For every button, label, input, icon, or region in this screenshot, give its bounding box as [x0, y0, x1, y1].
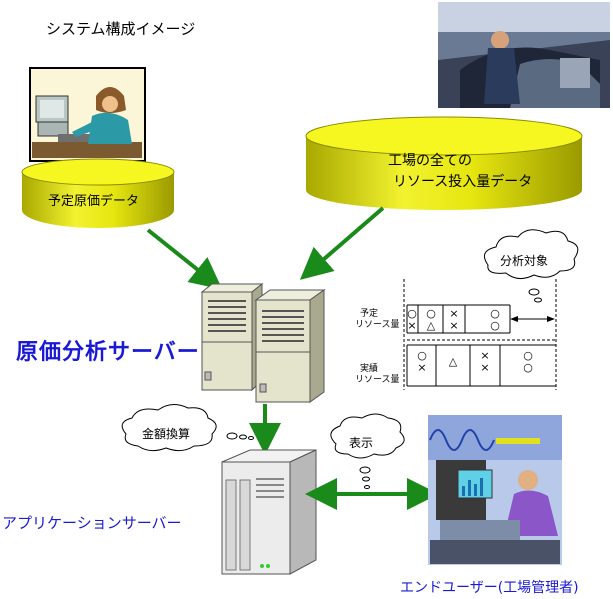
actual-mark: △	[448, 355, 458, 368]
actual-mark: ○	[417, 349, 427, 362]
display-bubble	[330, 413, 405, 489]
planned-mark: ○	[490, 307, 500, 320]
planned-mark: △	[426, 319, 436, 332]
planned-mark: ○	[407, 307, 417, 320]
factory-photo	[438, 2, 610, 108]
actual-mark: ○	[523, 349, 533, 362]
end-user-picture	[428, 415, 562, 565]
office-worker-picture	[29, 67, 146, 162]
arrow-resource-to-server	[299, 206, 385, 280]
resource-data-cylinder	[305, 116, 583, 210]
planned-resource-label-2: リソース量	[355, 320, 400, 330]
actual-mark: ×	[480, 361, 490, 374]
resource-data-label-line1: 工場の全ての	[388, 153, 472, 169]
actual-mark: ○	[523, 361, 533, 374]
application-server-icon	[221, 449, 317, 575]
planned-cost-data-label: 予定原価データ	[48, 194, 140, 209]
planned-mark: ×	[449, 307, 459, 320]
planned-mark: ×	[407, 319, 417, 332]
planned-mark: ×	[449, 319, 459, 332]
display-text: 表示	[349, 436, 374, 450]
resource-data-label-line2: リソース投入量データ	[393, 174, 533, 190]
cost-analysis-server-label: 原価分析サーバー	[16, 340, 200, 365]
arrow-planned-to-server	[146, 228, 223, 290]
amount-conversion-bubble	[121, 404, 254, 452]
planned-cost-data-cylinder	[21, 158, 175, 228]
analysis-target-text: 分析対象	[500, 254, 549, 268]
planned-mark: ○	[426, 307, 436, 320]
actual-resource-label-1: 実績	[360, 364, 379, 374]
planned-resource-label-1: 予定	[360, 309, 379, 319]
end-user-label: エンドユーザー(工場管理者)	[400, 580, 579, 596]
amount-conversion-text: 金額換算	[142, 427, 191, 441]
actual-mark: ×	[480, 349, 490, 362]
planned-mark: ○	[490, 319, 500, 332]
analysis-target-bubble	[483, 229, 579, 303]
actual-resource-label-2: リソース量	[355, 375, 400, 385]
diagram-title: システム構成イメージ	[46, 20, 196, 38]
cost-analysis-server-icon	[200, 282, 326, 403]
application-server-label: アプリケーションサーバー	[2, 514, 182, 532]
resource-timeline-chart	[403, 279, 557, 390]
actual-mark: ×	[417, 361, 427, 374]
